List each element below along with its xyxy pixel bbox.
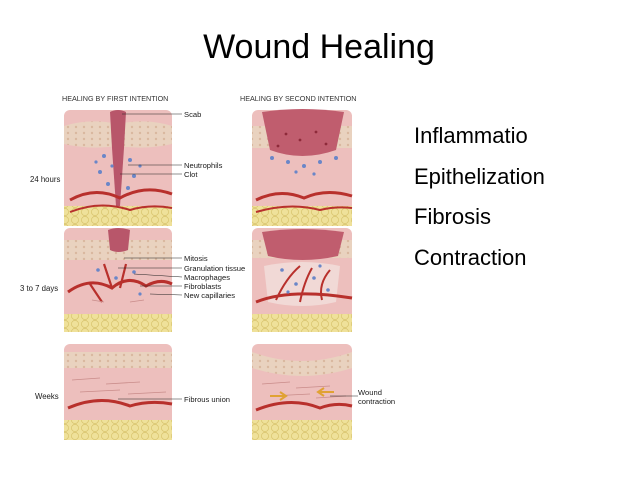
row-label-3-to-7-days: 3 to 7 days	[20, 284, 58, 293]
wound-healing-diagram: HEALING BY FIRST INTENTION HEALING BY SE…	[20, 94, 395, 440]
slide-title: Wound Healing	[203, 28, 435, 66]
label-clot: Clot	[184, 170, 198, 179]
bullet-inflammation: Inflammatio	[414, 123, 528, 148]
label-wound: Wound	[358, 388, 382, 397]
label-contraction: contraction	[358, 397, 395, 406]
panel-first-24h	[64, 110, 173, 226]
panel-first-3-7d	[64, 228, 173, 332]
label-neutrophils: Neutrophils	[184, 161, 223, 170]
label-new-capillaries: New capillaries	[184, 291, 235, 300]
panel-first-weeks	[64, 344, 173, 440]
panel-second-weeks	[252, 344, 353, 440]
label-scab: Scab	[184, 110, 201, 119]
bullet-epithelization: Epithelization	[414, 163, 545, 189]
column-header-first-intention: HEALING BY FIRST INTENTION	[62, 94, 168, 103]
column-header-second-intention: HEALING BY SECOND INTENTION	[240, 94, 356, 103]
label-granulation-tissue: Granulation tissue	[184, 264, 245, 273]
bullet-fibrosis: Fibrosis	[414, 204, 492, 229]
row-label-24-hours: 24 hours	[30, 175, 60, 184]
row-label-weeks: Weeks	[35, 392, 59, 401]
label-fibroblasts: Fibroblasts	[184, 282, 221, 291]
bullet-contraction: Contraction	[414, 244, 527, 270]
panel-second-3-7d	[252, 228, 353, 332]
panel-second-24h	[252, 109, 353, 226]
bullet-list: Inflammatio Epithelization Fibrosis Cont…	[414, 116, 545, 278]
label-fibrous-union: Fibrous union	[184, 395, 230, 404]
label-macrophages: Macrophages	[184, 273, 230, 282]
label-mitosis: Mitosis	[184, 254, 208, 263]
